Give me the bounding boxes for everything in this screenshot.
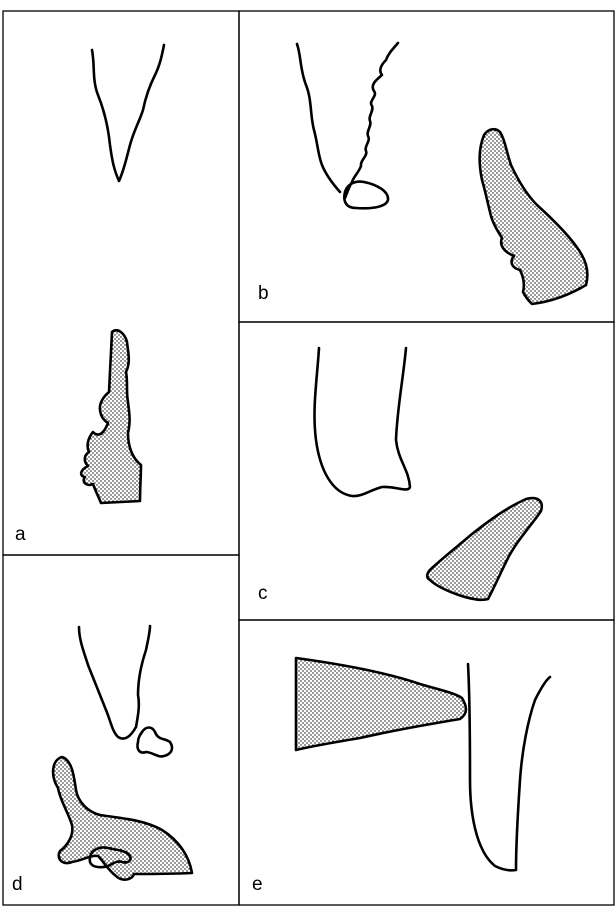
panel-d-label: d	[12, 874, 23, 895]
panel-a: a	[15, 45, 164, 545]
panel-b-label: b	[258, 283, 269, 304]
panel-b: b	[258, 43, 587, 304]
panel-c: c	[258, 348, 542, 604]
panel-b-right-wavy	[345, 43, 398, 198]
panel-b-small-loop	[344, 182, 388, 209]
panel-b-left-curve	[297, 44, 340, 192]
panel-a-label: a	[15, 524, 26, 545]
panel-e-vertical-outline	[468, 664, 550, 870]
panel-a-upper-outline	[92, 45, 164, 181]
panel-c-rounded-outline	[314, 348, 410, 496]
panel-d-small-loop	[137, 728, 172, 757]
panel-d: d	[12, 626, 192, 895]
panel-d-upper-outline	[79, 626, 150, 739]
panel-b-dotted-shape	[480, 129, 588, 304]
panel-e: e	[252, 658, 550, 895]
panel-c-label: c	[258, 583, 268, 604]
panel-a-lower-shape	[81, 330, 141, 503]
panel-c-dotted-wedge	[427, 498, 542, 600]
panel-e-label: e	[252, 874, 263, 895]
panel-e-dotted-shape	[296, 658, 466, 750]
